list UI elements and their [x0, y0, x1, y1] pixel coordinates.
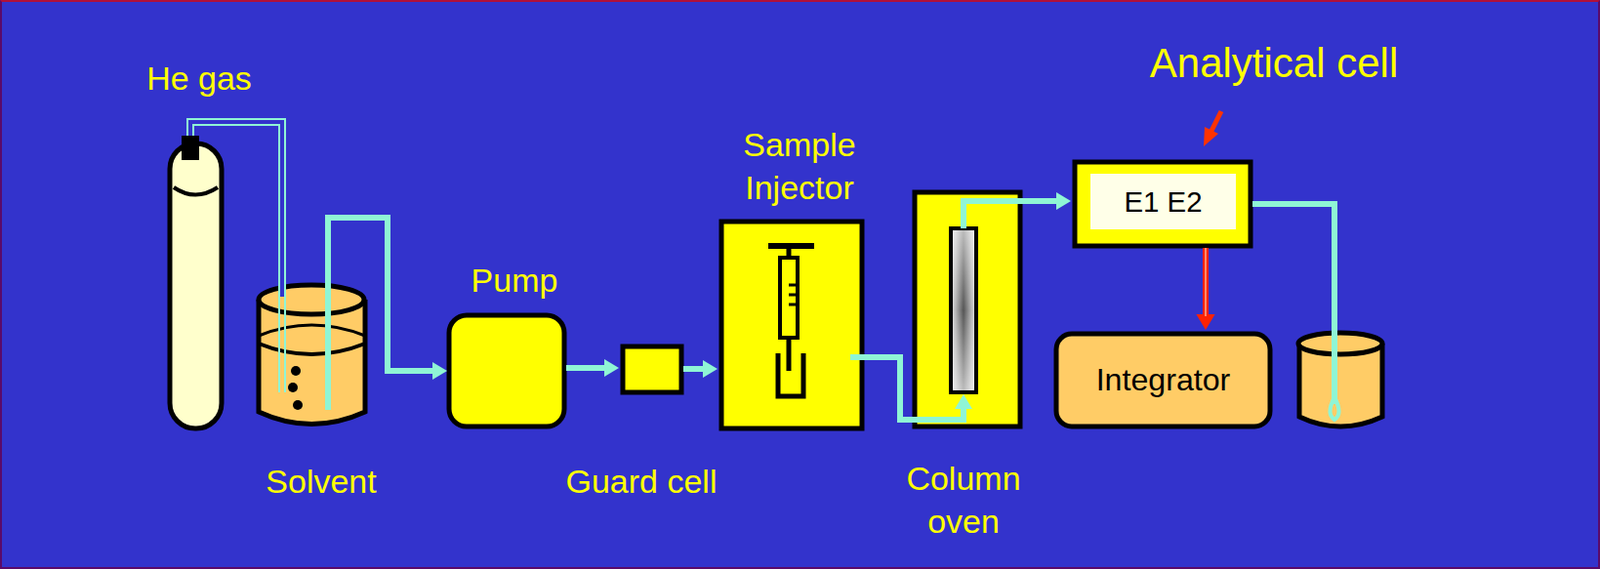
- pump-body: [449, 315, 565, 427]
- connector-line: [1202, 247, 1209, 317]
- analytical-cell-body: [1074, 162, 1251, 247]
- flow-connector: [566, 359, 619, 377]
- outlet-line: [1252, 204, 1335, 405]
- component-text: Integrator: [1054, 331, 1272, 429]
- connector-line: [963, 201, 1059, 229]
- arrowhead: [954, 394, 973, 410]
- arrowhead: [702, 360, 718, 378]
- solvent-beaker: [258, 299, 366, 425]
- arrowhead: [1195, 314, 1215, 330]
- column-shading: [952, 230, 975, 391]
- connector-line: [328, 217, 435, 371]
- syringe-graduations: [788, 285, 798, 305]
- gas-tube: [279, 296, 286, 393]
- flow-connector: [850, 357, 973, 420]
- oven-body: [914, 192, 1021, 427]
- pointer-arrow: [1210, 111, 1222, 133]
- component-label: Pump: [471, 258, 559, 302]
- liquid-level: [258, 325, 366, 336]
- gas-bubble: [292, 400, 303, 411]
- cylinder-shoulder: [173, 187, 218, 196]
- injector-body: [721, 221, 862, 429]
- component-box: Guard cell: [620, 344, 684, 395]
- connector-line: [850, 357, 964, 420]
- component-label: Analytical cell: [1149, 41, 1398, 85]
- arrowhead: [604, 359, 619, 377]
- cylinder-valve: [181, 135, 200, 161]
- waste-rim: [1298, 332, 1383, 355]
- gas-bubble: [287, 382, 298, 393]
- component-label: Guard cell: [566, 459, 718, 503]
- pointer-arrowhead: [1203, 126, 1219, 147]
- flow-connector: [1195, 247, 1215, 330]
- arrowhead: [432, 362, 448, 380]
- injection-port: [778, 353, 804, 397]
- guard-cell-body: [622, 346, 682, 393]
- flow-connector: [963, 192, 1071, 229]
- flow-connector: [328, 217, 448, 380]
- hplc-column: [950, 228, 977, 393]
- component-label: Solvent: [265, 459, 376, 503]
- syringe-barrel: [779, 257, 798, 338]
- connector-line: [190, 122, 283, 297]
- connector-line: [190, 122, 283, 297]
- component-box: Column oven: [912, 190, 1023, 429]
- component-label: Column oven: [904, 456, 1023, 543]
- liquid-level: [258, 343, 366, 355]
- flow-connector: [190, 122, 283, 297]
- syringe-needle: [786, 337, 792, 371]
- flow-connector: [683, 360, 718, 378]
- component-box: He gas: [169, 143, 222, 429]
- connector-line: [683, 366, 705, 372]
- component-box: Integrator: [1054, 331, 1272, 429]
- component-label: He gas: [146, 56, 252, 100]
- component-box: Pump: [447, 313, 567, 429]
- solvent-tube: [325, 294, 331, 411]
- beaker-rim: [258, 285, 365, 315]
- component-box: Solvent: [256, 285, 368, 429]
- connector-line: [1204, 247, 1207, 317]
- gas-bubble: [290, 366, 301, 376]
- gas-cylinder: [169, 143, 222, 429]
- component-box: Sample Injector: [719, 219, 864, 431]
- component-label: Sample Injector: [726, 123, 873, 209]
- component-text: E1 E2: [1090, 173, 1236, 230]
- arrowhead: [1056, 192, 1071, 210]
- component-box: Analytical cellE1 E2: [1072, 160, 1253, 248]
- connector-line: [566, 365, 607, 371]
- waste-drop: [1330, 397, 1340, 420]
